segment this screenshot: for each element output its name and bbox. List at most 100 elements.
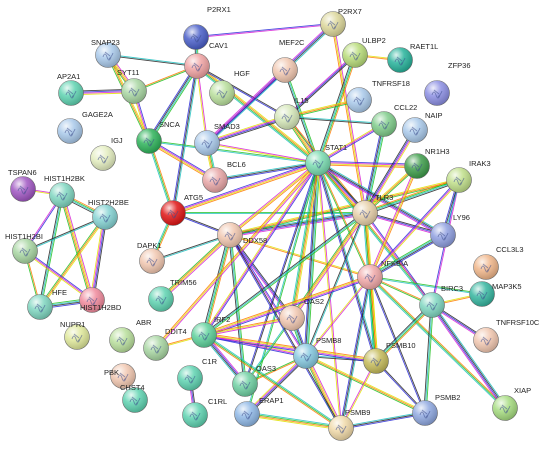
node-naip[interactable]: NAIP: [402, 111, 443, 143]
node-gloss: [58, 80, 84, 106]
node-cav1[interactable]: CAV1: [184, 41, 229, 79]
node-label: PSMB2: [435, 393, 460, 402]
node-pbk[interactable]: PBK: [104, 363, 136, 389]
node-snap23[interactable]: SNAP23: [91, 38, 121, 68]
node-hist1h2bk[interactable]: HIST1H2BK: [44, 174, 85, 208]
node-zfp36[interactable]: ZFP36: [424, 61, 471, 106]
node-nfkbia[interactable]: NFKBIA: [357, 259, 409, 290]
node-nr1h3[interactable]: NR1H3: [404, 147, 450, 179]
node-gloss: [446, 167, 472, 193]
node-il15[interactable]: IL15: [274, 96, 309, 130]
edge-atg5-stat1: [172, 160, 319, 216]
node-raet1l[interactable]: RAET1L: [387, 42, 439, 73]
edge-line: [246, 415, 341, 431]
node-psmb2[interactable]: PSMB2: [412, 393, 461, 426]
edge-line: [93, 217, 108, 301]
edge-line: [205, 22, 333, 143]
protein-structure-icon: [117, 372, 129, 382]
node-smad3[interactable]: SMAD3: [194, 122, 240, 156]
edge-line: [365, 211, 444, 235]
node-gage2a[interactable]: GAGE2A: [57, 110, 113, 144]
node-map3k5[interactable]: MAP3K5: [469, 281, 522, 307]
node-p2rx1[interactable]: P2RX1: [183, 5, 231, 50]
edge-line: [151, 234, 230, 261]
protein-structure-icon: [281, 113, 293, 123]
node-label: C1R: [202, 357, 218, 366]
edge-stat1-irf2: [202, 162, 320, 336]
node-ulbp2[interactable]: ULBP2: [342, 36, 386, 68]
node-ccl3l3[interactable]: CCL3L3: [473, 245, 524, 280]
node-xiap[interactable]: XIAP: [492, 386, 532, 421]
node-gloss: [419, 292, 445, 318]
node-snca[interactable]: SNCA: [136, 120, 180, 154]
edge-line: [24, 251, 92, 302]
node-bcl6[interactable]: BCL6: [202, 160, 246, 193]
node-ccl22[interactable]: CCL22: [371, 103, 418, 137]
edge-line: [366, 130, 417, 215]
edge-line: [317, 163, 417, 168]
node-irak3[interactable]: IRAK3: [446, 159, 491, 193]
node-label: TRIM56: [170, 278, 197, 287]
edge-cav1-smad3: [195, 65, 209, 144]
node-label: MEF2C: [279, 38, 305, 47]
edge-line: [370, 275, 483, 294]
edge-line: [364, 129, 415, 213]
node-ddit4[interactable]: DDIT4: [143, 327, 187, 361]
node-irf2[interactable]: IRF2: [191, 315, 231, 348]
node-birc3[interactable]: BIRC3: [419, 284, 464, 318]
node-hist1h2bi[interactable]: HIST1H2BI: [5, 232, 43, 264]
node-hfe[interactable]: HFE: [27, 288, 68, 320]
node-psmb10[interactable]: PSMB10: [363, 341, 416, 374]
node-hist1h2bd[interactable]: HIST1H2BD: [79, 287, 122, 313]
node-oas2[interactable]: OAS2: [279, 297, 325, 331]
node-erap1[interactable]: ERAP1: [234, 396, 284, 427]
node-chst4[interactable]: CHST4: [120, 383, 148, 413]
node-hist2h2be[interactable]: HIST2H2BE: [88, 198, 129, 230]
edge-line: [38, 216, 105, 307]
node-igj[interactable]: IGJ: [90, 136, 123, 171]
node-nupr1[interactable]: NUPR1: [60, 320, 90, 350]
protein-structure-icon: [116, 336, 128, 346]
node-gloss: [320, 11, 346, 37]
node-oas3[interactable]: OAS3: [232, 364, 277, 397]
edge-nfkbia-psmb2: [369, 276, 426, 414]
node-gloss: [352, 200, 378, 226]
edge-line: [159, 233, 230, 299]
node-psmb9[interactable]: PSMB9: [328, 408, 371, 441]
node-gloss: [122, 387, 148, 413]
edge-birc3-xiap: [430, 303, 507, 410]
node-c1rl[interactable]: C1RL: [182, 397, 228, 428]
node-dapk1[interactable]: DAPK1: [137, 241, 165, 274]
node-tlr3[interactable]: TLR3: [352, 193, 394, 226]
node-tnfrsf18[interactable]: TNFRSF18: [346, 79, 410, 113]
node-hgf[interactable]: HGF: [209, 69, 251, 106]
node-atg5[interactable]: ATG5: [160, 193, 204, 226]
node-tspan6[interactable]: TSPAN6: [8, 168, 37, 202]
edge-line: [154, 161, 318, 348]
node-tnfrsf10c[interactable]: TNFRSF10C: [473, 318, 540, 353]
node-abr[interactable]: ABR: [109, 318, 153, 353]
node-ly96[interactable]: LY96: [430, 213, 470, 248]
edge-psmb9-irf2: [203, 333, 342, 430]
node-ap2a1[interactable]: AP2A1: [57, 72, 84, 106]
node-mef2c[interactable]: MEF2C: [272, 38, 306, 83]
node-syt11[interactable]: SYT11: [117, 68, 147, 104]
edge-line: [196, 66, 287, 118]
protein-structure-icon: [480, 336, 492, 346]
edge-line: [433, 303, 507, 408]
node-stat1[interactable]: STAT1: [305, 143, 348, 176]
protein-structure-icon: [411, 162, 423, 172]
edge-stat1-nr1h3: [317, 160, 418, 169]
node-psmb8[interactable]: PSMB8: [293, 336, 342, 369]
edge-ddx58-irak3: [229, 178, 460, 237]
node-ddx58[interactable]: DDX58: [217, 222, 268, 248]
edge-line: [214, 162, 319, 181]
edge-line: [370, 235, 444, 278]
node-c1r[interactable]: C1R: [177, 357, 218, 391]
protein-structure-icon: [300, 352, 312, 362]
edge-cav1-atg5: [171, 65, 199, 214]
protein-structure-icon: [86, 296, 98, 306]
node-p2rx7[interactable]: P2RX7: [320, 7, 362, 37]
node-gloss: [202, 167, 228, 193]
node-trim56[interactable]: TRIM56: [148, 278, 197, 312]
